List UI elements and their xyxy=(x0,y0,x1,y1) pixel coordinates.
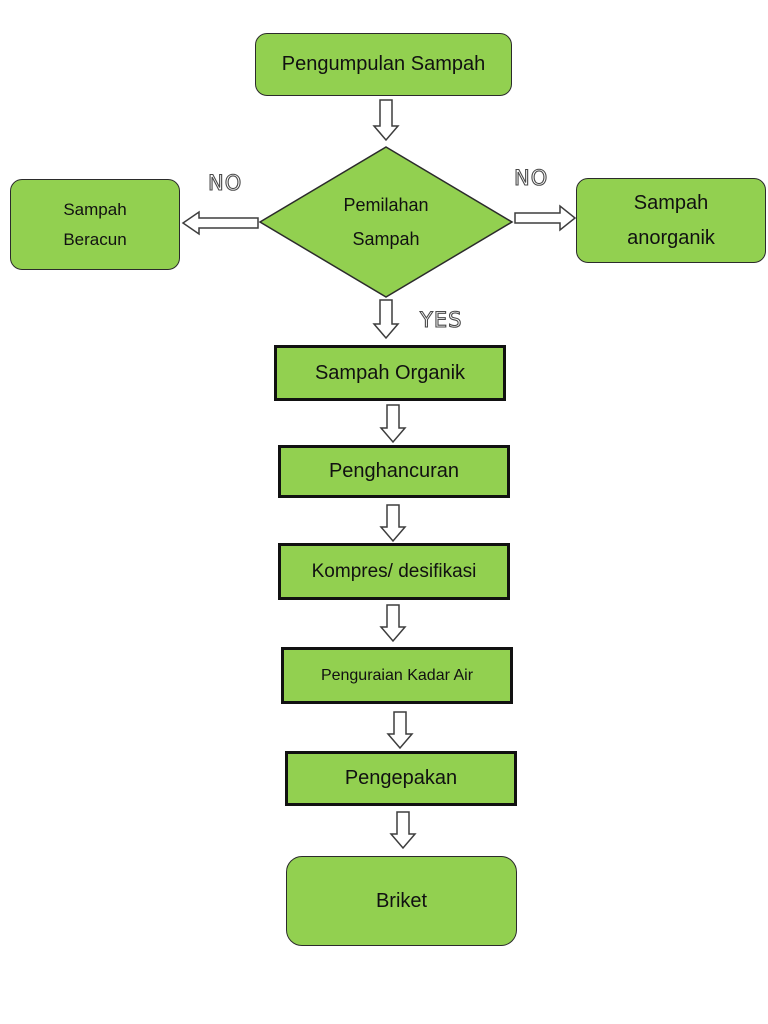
node-start-label: Pengumpulan Sampah xyxy=(281,53,486,75)
arrow-down-compression-to-moisture xyxy=(379,604,407,643)
arrow-down-decision-to-organic xyxy=(372,299,400,340)
node-end-label: Briket xyxy=(375,889,428,912)
node-inorganic: Sampah anorganik xyxy=(576,178,766,263)
node-organic-label: Sampah Organik xyxy=(314,361,466,384)
node-toxic-label-line1: Sampah xyxy=(63,199,127,219)
arrow-down-start-to-decision xyxy=(372,99,400,142)
arrow-down-moisture-to-packing xyxy=(386,711,414,750)
node-organic: Sampah Organik xyxy=(274,345,506,401)
arrow-left-decision-to-toxic xyxy=(181,210,259,236)
node-inorganic-label-line2: anorganik xyxy=(627,226,715,249)
node-crushing: Penghancuran xyxy=(278,445,510,498)
node-compression: Kompres/ desifikasi xyxy=(278,543,510,600)
branch-label-no-right: NO xyxy=(513,165,549,190)
decision-diamond xyxy=(258,146,514,298)
node-inorganic-label-line1: Sampah xyxy=(633,191,709,214)
node-toxic: Sampah Beracun xyxy=(10,179,180,270)
decision-label-line2: Sampah xyxy=(352,229,419,249)
decision-label-line1: Pemilahan xyxy=(343,195,428,215)
node-packing: Pengepakan xyxy=(285,751,517,806)
node-moisture-label: Penguraian Kadar Air xyxy=(320,666,474,684)
arrow-down-organic-to-crushing xyxy=(379,404,407,444)
arrow-down-crushing-to-compression xyxy=(379,504,407,543)
node-end: Briket xyxy=(286,856,517,946)
node-crushing-label: Penghancuran xyxy=(328,460,460,482)
branch-label-no-left: NO xyxy=(207,170,243,195)
node-moisture: Penguraian Kadar Air xyxy=(281,647,513,704)
arrow-down-packing-to-end xyxy=(389,811,417,850)
node-start: Pengumpulan Sampah xyxy=(255,33,512,96)
node-toxic-label-line2: Beracun xyxy=(63,229,127,249)
arrow-right-decision-to-inorganic xyxy=(514,204,577,232)
node-compression-label: Kompres/ desifikasi xyxy=(311,560,477,582)
branch-label-yes: YES xyxy=(419,307,463,332)
node-packing-label: Pengepakan xyxy=(344,767,458,789)
